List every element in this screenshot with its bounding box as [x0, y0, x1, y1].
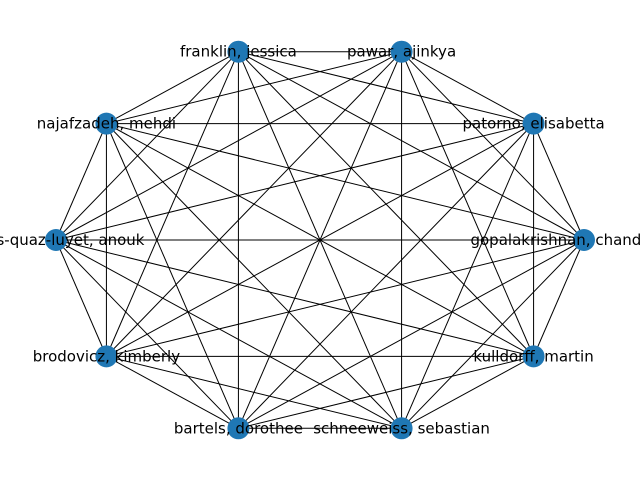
node-label-najafzadeh: najafzadeh, mehdi — [37, 115, 176, 133]
nodes-layer — [45, 40, 595, 440]
node-label-schneeweiss: schneeweiss, sebastian — [313, 419, 490, 437]
node-pawar — [390, 40, 413, 63]
edge-najafzadeh-bartels — [105, 123, 239, 429]
labels-layer: gopalakrishnan, chandrasekar patorno, eli… — [0, 43, 640, 438]
edge-wyss-bartels — [55, 239, 239, 429]
edge-wyss-schneeweiss — [55, 239, 402, 429]
edge-gopalakrishnan-franklin — [238, 51, 585, 241]
node-patorno — [522, 112, 545, 135]
edge-patorno-pawar — [401, 51, 534, 125]
edges-layer — [55, 51, 585, 429]
edge-najafzadeh-kulldorff — [106, 123, 534, 357]
edge-pawar-kulldorff — [401, 51, 535, 357]
node-bartels — [227, 417, 250, 440]
edge-wyss-kulldorff — [55, 239, 534, 357]
edge-franklin-kulldorff — [238, 51, 534, 357]
edge-pawar-wyss — [55, 51, 402, 241]
edge-bartels-kulldorff — [238, 355, 534, 429]
edge-brodovicz-bartels — [106, 355, 239, 429]
edge-gopalakrishnan-bartels — [238, 239, 585, 429]
node-label-gopalakrishnan: gopalakrishnan, chandrasekar — [470, 231, 640, 249]
edge-wyss-brodovicz — [55, 239, 107, 357]
edge-brodovicz-schneeweiss — [106, 355, 402, 429]
node-label-pawar: pawar, ajinkya — [347, 43, 456, 61]
node-label-patorno: patorno, elisabetta — [462, 115, 604, 133]
node-label-wyss: wyss-quaz-luyet, anouk — [0, 231, 145, 249]
node-label-bartels: bartels, dorothee — [174, 419, 303, 437]
node-brodovicz — [95, 345, 118, 368]
edge-schneeweiss-kulldorff — [401, 355, 534, 429]
node-kulldorff — [522, 345, 545, 368]
node-schneeweiss — [390, 417, 413, 440]
edge-patorno-schneeweiss — [401, 123, 535, 429]
edge-franklin-najafzadeh — [106, 51, 239, 125]
node-label-brodovicz: brodovicz, kimberly — [33, 347, 180, 365]
edge-najafzadeh-schneeweiss — [106, 123, 402, 429]
node-label-franklin: franklin, jessica — [180, 43, 297, 61]
edge-gopalakrishnan-kulldorff — [533, 239, 585, 357]
node-najafzadeh — [95, 112, 118, 135]
node-wyss — [45, 229, 67, 251]
node-label-kulldorff: kulldorff, martin — [473, 347, 593, 365]
node-gopalakrishnan — [573, 229, 595, 251]
node-franklin — [227, 40, 250, 63]
edge-franklin-brodovicz — [105, 51, 239, 357]
edge-gopalakrishnan-patorno — [533, 123, 585, 241]
edge-najafzadeh-wyss — [55, 123, 107, 241]
